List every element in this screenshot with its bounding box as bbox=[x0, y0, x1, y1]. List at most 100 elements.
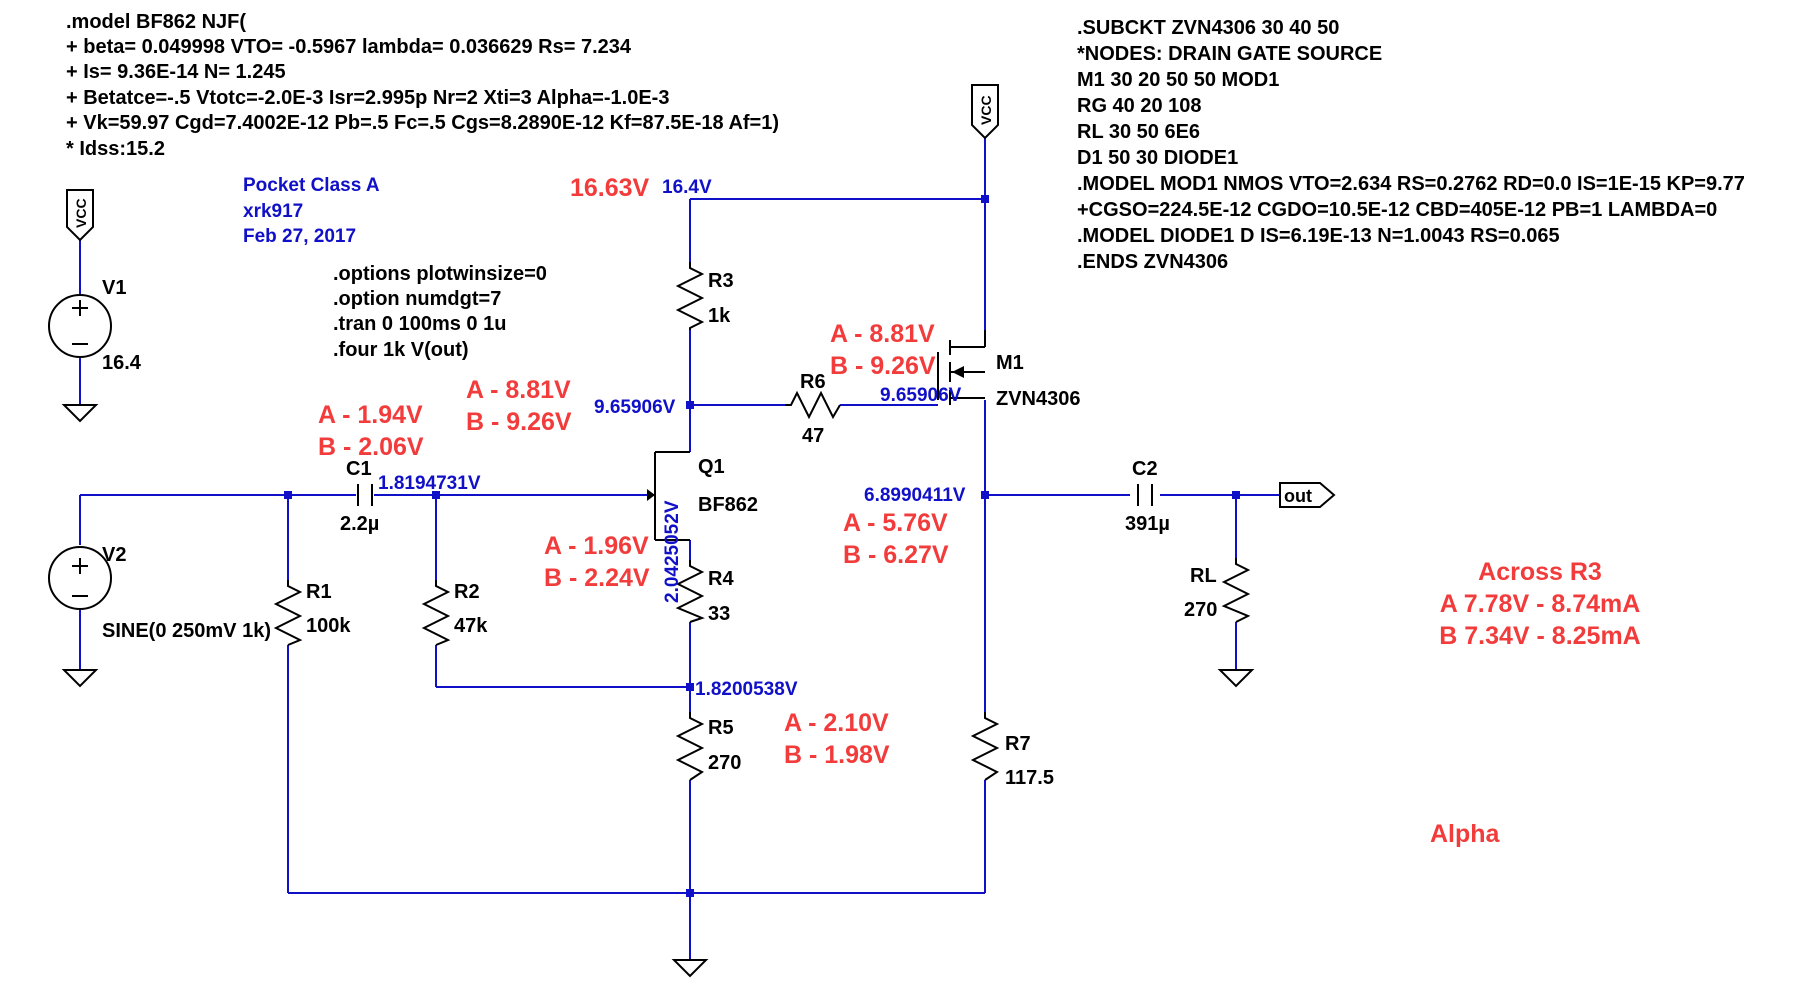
node-voltage-r4-r5: 1.8200538V bbox=[695, 679, 798, 700]
m1-value: ZVN4306 bbox=[996, 388, 1081, 410]
subckt-line: D1 50 30 DIODE1 bbox=[1077, 147, 1238, 169]
annotation-across-r3-title: Across R3 bbox=[1478, 558, 1602, 586]
c2-value: 391µ bbox=[1125, 513, 1170, 535]
capacitor-c2 bbox=[1137, 484, 1153, 506]
options-text-block: .options plotwinsize=0 .option numdgt=7 … bbox=[333, 263, 547, 361]
r3-label: R3 bbox=[708, 270, 734, 292]
subckt-line: RG 40 20 108 bbox=[1077, 95, 1202, 117]
model-line: * Idss:15.2 bbox=[66, 138, 165, 160]
vcc-flag-right: VCC bbox=[971, 84, 999, 140]
annotation-out-b: B - 6.27V bbox=[843, 541, 949, 569]
model-line: + beta= 0.049998 VTO= -0.5967 lambda= 0.… bbox=[66, 36, 632, 58]
v2-label: V2 bbox=[102, 544, 126, 566]
r3-value: 1k bbox=[708, 305, 731, 327]
r2-value: 47k bbox=[454, 615, 488, 637]
rl-label: RL bbox=[1190, 565, 1217, 587]
vcc-flag-left: VCC bbox=[66, 189, 94, 242]
v1-source bbox=[48, 294, 112, 358]
r1-label: R1 bbox=[306, 581, 332, 603]
model-text-block: .model BF862 NJF( + beta= 0.049998 VTO= … bbox=[66, 11, 779, 160]
annotation-gate-a: A - 1.94V bbox=[318, 401, 423, 429]
node-voltage-source-q1: 2.0425052V bbox=[662, 500, 683, 603]
annotation-out-a: A - 5.76V bbox=[843, 509, 948, 537]
resistor-r5 bbox=[675, 712, 705, 781]
annotation-gate-b: B - 2.06V bbox=[318, 433, 424, 461]
title-line: xrk917 bbox=[243, 201, 303, 222]
component-labels: V1 16.4 V2 SINE(0 250mV 1k) C1 2.2µ C2 3… bbox=[102, 270, 1217, 789]
m1-label: M1 bbox=[996, 352, 1024, 374]
ground-v1 bbox=[61, 404, 99, 423]
annotation-alpha: Alpha bbox=[1430, 820, 1501, 848]
r7-value: 117.5 bbox=[1005, 767, 1054, 789]
r5-value: 270 bbox=[708, 752, 741, 774]
r7-label: R7 bbox=[1005, 733, 1031, 755]
model-line: + Is= 9.36E-14 N= 1.245 bbox=[66, 61, 286, 83]
resistor-r6 bbox=[785, 390, 841, 420]
annotation-m1-a: A - 8.81V bbox=[830, 320, 935, 348]
q1-value: BF862 bbox=[698, 494, 758, 516]
red-annotations: 16.63V A - 8.81V B - 9.26V A - 8.81V B -… bbox=[318, 174, 1641, 848]
mosfet-m1 bbox=[937, 330, 986, 405]
r1-value: 100k bbox=[306, 615, 351, 637]
subckt-line: *NODES: DRAIN GATE SOURCE bbox=[1077, 43, 1382, 65]
options-line: .options plotwinsize=0 bbox=[333, 263, 547, 285]
resistor-rl bbox=[1221, 558, 1251, 623]
annotation-r5-a: A - 2.10V bbox=[784, 709, 889, 737]
annotation-m1-b: B - 9.26V bbox=[830, 352, 936, 380]
model-line: + Betatce=-.5 Vtotc=-2.0E-3 Isr=2.995p N… bbox=[66, 87, 669, 109]
options-line: .tran 0 100ms 0 1u bbox=[333, 313, 506, 335]
resistor-r1 bbox=[273, 580, 303, 646]
node-voltage-out: 6.8990411V bbox=[864, 485, 966, 506]
ground-v2 bbox=[61, 669, 99, 688]
title-block: Pocket Class A xrk917 Feb 27, 2017 bbox=[243, 175, 380, 247]
subckt-line: .ENDS ZVN4306 bbox=[1077, 251, 1228, 273]
resistor-r4 bbox=[675, 560, 705, 623]
svg-text:out: out bbox=[1284, 486, 1312, 506]
ground-main bbox=[671, 959, 709, 978]
r4-value: 33 bbox=[708, 603, 730, 625]
title-line: Pocket Class A bbox=[243, 175, 380, 196]
r2-label: R2 bbox=[454, 581, 480, 603]
resistor-r2 bbox=[421, 580, 451, 646]
resistor-r3 bbox=[675, 262, 705, 330]
svg-text:VCC: VCC bbox=[73, 198, 89, 228]
model-line: + Vk=59.97 Cgd=7.4002E-12 Pb=.5 Fc=.5 Cg… bbox=[66, 112, 779, 134]
annotation-source-a: A - 1.96V bbox=[544, 532, 649, 560]
c1-label: C1 bbox=[346, 458, 372, 480]
junction-dots bbox=[284, 195, 1240, 897]
node-voltage-top: 16.4V bbox=[662, 177, 712, 198]
v2-source bbox=[48, 546, 112, 610]
node-voltage-gate-m1: 9.65906V bbox=[880, 385, 962, 406]
v1-value: 16.4 bbox=[102, 352, 142, 374]
q1-label: Q1 bbox=[698, 456, 725, 478]
jfet-q1 bbox=[647, 451, 690, 541]
subckt-line: M1 30 20 50 50 MOD1 bbox=[1077, 69, 1279, 91]
r6-value: 47 bbox=[802, 425, 824, 447]
annotation-drain-a: A - 8.81V bbox=[466, 376, 571, 404]
annotation-across-r3-a: A 7.78V - 8.74mA bbox=[1440, 590, 1641, 618]
subckt-line: .SUBCKT ZVN4306 30 40 50 bbox=[1077, 17, 1339, 39]
subckt-line: RL 30 50 6E6 bbox=[1077, 121, 1200, 143]
node-voltage-drain-q1: 9.65906V bbox=[594, 397, 676, 418]
svg-text:VCC: VCC bbox=[978, 95, 994, 125]
r4-label: R4 bbox=[708, 568, 734, 590]
model-line: .model BF862 NJF( bbox=[66, 11, 246, 33]
output-port: out bbox=[1279, 482, 1336, 508]
wires bbox=[79, 138, 1280, 960]
annotation-top-voltage: 16.63V bbox=[570, 174, 650, 202]
rl-value: 270 bbox=[1184, 599, 1217, 621]
subckt-line: .MODEL MOD1 NMOS VTO=2.634 RS=0.2762 RD=… bbox=[1077, 173, 1745, 195]
annotation-r5-b: B - 1.98V bbox=[784, 741, 890, 769]
subckt-text-block: .SUBCKT ZVN4306 30 40 50 *NODES: DRAIN G… bbox=[1077, 17, 1745, 273]
node-voltages: 16.4V 9.65906V 9.65906V 1.8194731V 2.042… bbox=[378, 177, 966, 700]
annotation-source-b: B - 2.24V bbox=[544, 564, 650, 592]
annotation-drain-b: B - 9.26V bbox=[466, 408, 572, 436]
v1-label: V1 bbox=[102, 277, 126, 299]
c2-label: C2 bbox=[1132, 458, 1158, 480]
ground-rl bbox=[1217, 669, 1255, 688]
options-line: .option numdgt=7 bbox=[333, 288, 501, 310]
node-voltage-gate-q1: 1.8194731V bbox=[378, 473, 481, 494]
resistor-r7 bbox=[970, 712, 1000, 781]
subckt-line: .MODEL DIODE1 D IS=6.19E-13 N=1.0043 RS=… bbox=[1077, 225, 1560, 247]
